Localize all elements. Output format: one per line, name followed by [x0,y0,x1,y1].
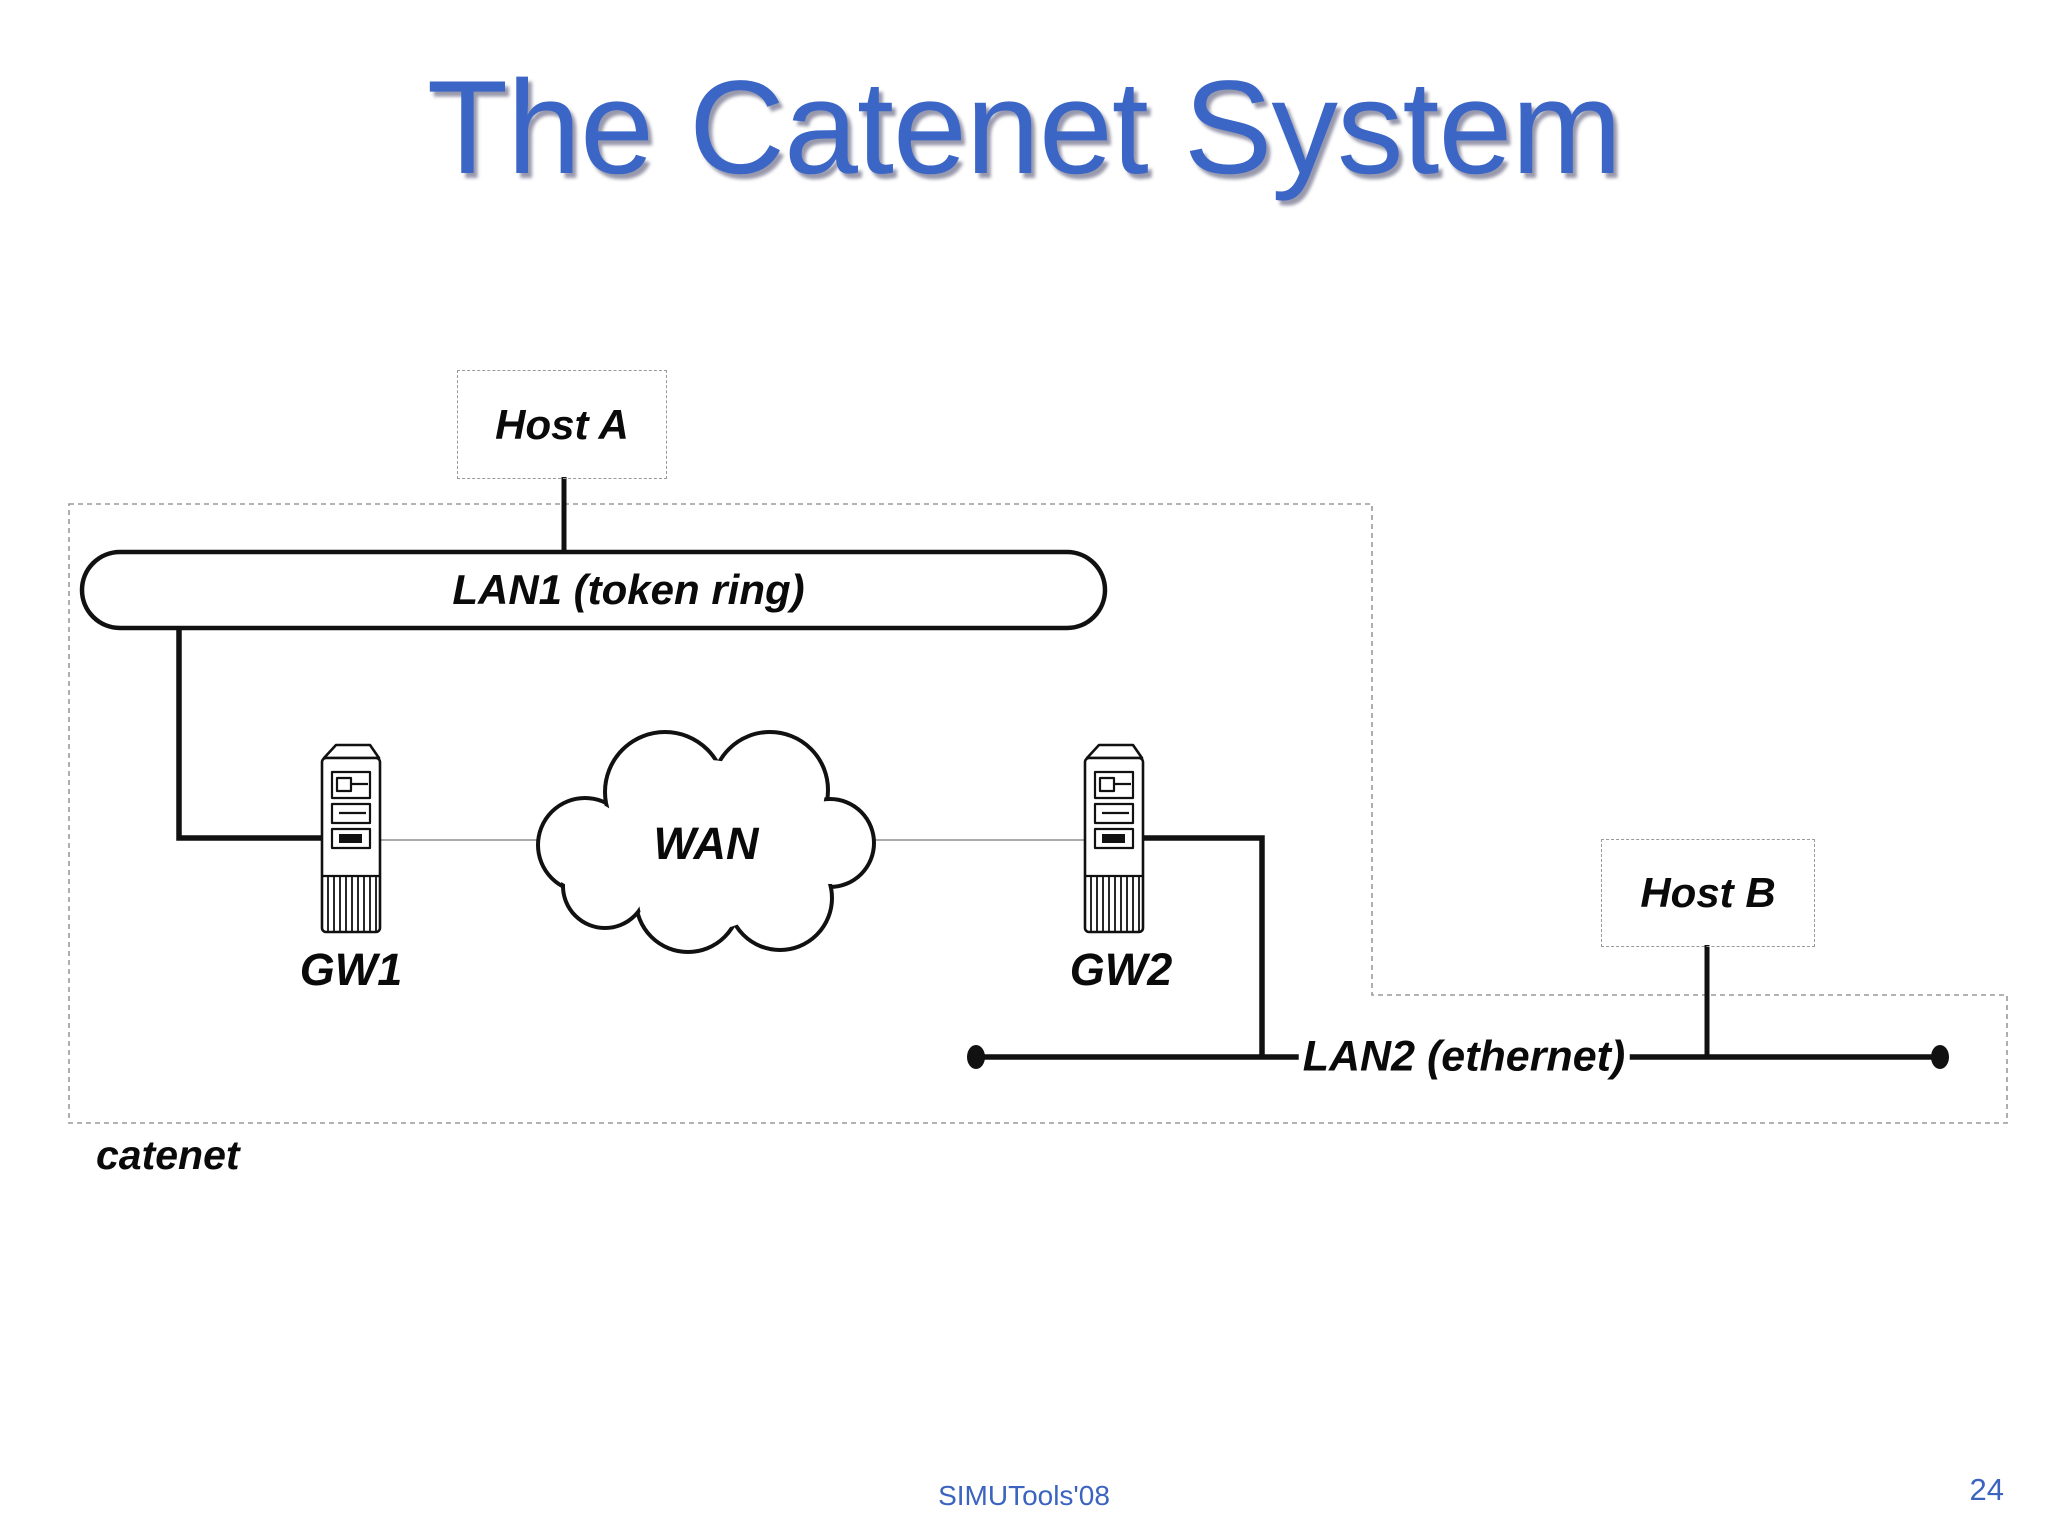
gw2-label: GW2 [1069,944,1173,995]
lan1-bus [79,549,1108,631]
slide-title: The Catenet System [426,54,1622,202]
page-number: 24 [1969,1472,2004,1507]
wan-label: WAN [653,818,759,869]
lan2-terminator-right [1931,1045,1949,1069]
catenet-boundary-label: catenet [96,1132,240,1178]
lan2-label: LAN2 (ethernet) [1298,1030,1630,1084]
gw2-server-tower-icon [1083,743,1145,934]
gw1-server-tower-icon [320,743,382,934]
host-b-label: Host B [1640,869,1776,916]
host-b-node: Host B [1601,839,1815,947]
wan-cloud-icon [536,730,876,954]
slide-footer: SIMUTools'08 [938,1480,1110,1511]
gw2-lan2-link [1135,835,1265,1057]
catenet-boundary [68,503,2008,1124]
lan1-gw1-link [176,628,332,841]
gw1-label: GW1 [299,944,403,995]
host-a-node: Host A [457,370,667,479]
host-a-label: Host A [495,400,629,448]
lan1-label: LAN1 (token ring) [452,566,805,613]
lan2-terminator-left [967,1045,985,1069]
